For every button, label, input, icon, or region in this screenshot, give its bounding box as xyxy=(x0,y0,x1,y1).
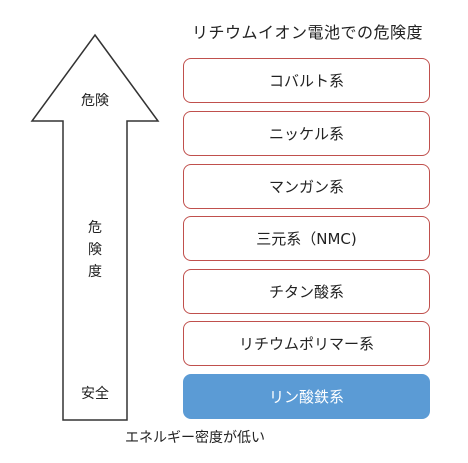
battery-type-lfp: リン酸鉄系 xyxy=(183,374,430,419)
energy-density-caption: エネルギー密度が低い xyxy=(125,430,265,446)
danger-arrow-shape xyxy=(30,33,160,421)
danger-degree-char-3: 度 xyxy=(88,264,102,280)
safe-label: 安全 xyxy=(81,386,109,402)
danger-label: 危険 xyxy=(81,93,109,109)
battery-type-lithium-polymer: リチウムポリマー系 xyxy=(183,321,430,366)
danger-degree-label: 危 険 度 xyxy=(80,217,110,283)
battery-type-titanate: チタン酸系 xyxy=(183,269,430,314)
danger-degree-char-1: 危 xyxy=(88,220,102,236)
diagram-title: リチウムイオン電池での危険度 xyxy=(191,23,423,42)
danger-degree-char-2: 険 xyxy=(88,242,102,258)
battery-type-manganese: マンガン系 xyxy=(183,164,430,209)
battery-type-nickel: ニッケル系 xyxy=(183,111,430,156)
battery-type-nmc: 三元系（NMC) xyxy=(183,216,430,261)
battery-type-cobalt: コバルト系 xyxy=(183,58,430,103)
